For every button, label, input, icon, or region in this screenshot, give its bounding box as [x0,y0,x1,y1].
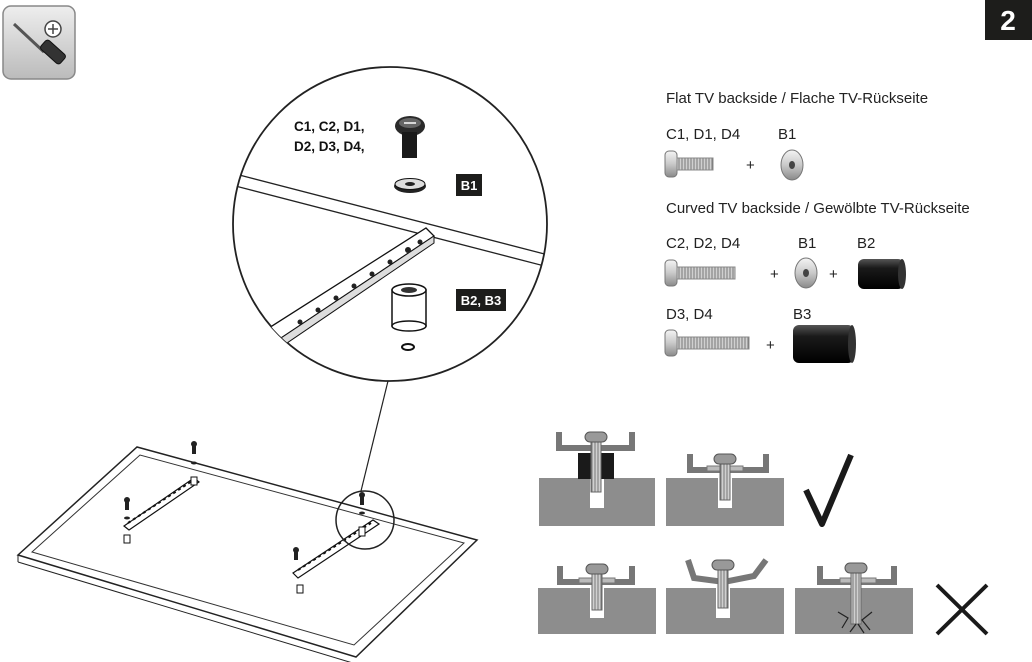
plus-sign: + [766,337,775,354]
example-gap-no-spacer [538,563,656,634]
example-bent-bracket [666,558,784,634]
plus-sign: + [829,266,838,283]
example-flat [666,453,784,526]
tv-panel [16,380,479,662]
long-spacer-label: B3 [793,306,811,323]
flat-backside-title: Flat TV backside / Flache TV-Rückseite [666,90,928,107]
short-screw-icon [664,150,714,178]
screwdriver-icon [2,5,76,80]
plus-sign: + [746,157,755,174]
detail-magnifier: C1, C2, D1, D2, D3, D4, B1 B2, B3 [232,66,548,382]
washer-icon [780,149,804,181]
flat-washer-label: B1 [778,126,796,143]
plus-sign: + [770,266,779,283]
cross-icon [935,583,989,636]
washer-tag: B1 [461,178,478,193]
incorrect-examples [538,558,989,636]
spacer-tag: B2, B3 [461,293,501,308]
curved-washer-label: B1 [798,235,816,252]
step-number-badge: 2 [985,0,1032,40]
checkmark-icon [803,453,854,527]
step-number: 2 [1000,5,1016,36]
washer-part [394,178,426,193]
parts-legend: Flat TV backside / Flache TV-Rückseite C… [664,90,970,363]
screws-callout-line1: C1, C2, D1, [294,119,365,134]
correct-examples [539,431,854,527]
example-cracked-backside [795,562,913,634]
long-screw-icon [664,329,750,357]
screws-callout-line2: D2, D3, D4, [294,139,365,154]
spacer-part [391,283,427,351]
screw-part [395,116,425,158]
washer-icon [794,257,818,289]
curved-spacer-label: B2 [857,235,875,252]
medium-screw-icon [664,259,736,287]
long-spacer-icon [793,325,856,363]
example-curved-with-spacer [539,431,655,526]
short-spacer-icon [858,259,906,289]
flat-screw-label: C1, D1, D4 [666,126,740,143]
long-screw-label: D3, D4 [666,306,713,323]
curved-backside-title: Curved TV backside / Gewölbte TV-Rücksei… [666,200,970,217]
curved-screw-label: C2, D2, D4 [666,235,740,252]
